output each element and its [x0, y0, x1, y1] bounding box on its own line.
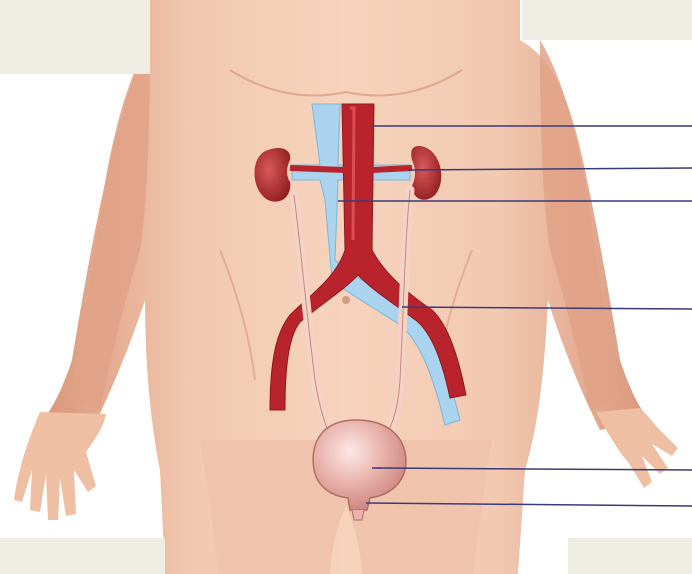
right-arm: [540, 40, 620, 410]
top-right-mask: [522, 0, 692, 40]
bottom-right-mask: [568, 538, 692, 574]
right-hand: [596, 408, 678, 488]
bottom-left-mask: [0, 538, 165, 574]
urethra: [352, 510, 364, 520]
navel: [342, 296, 350, 304]
left-arm: [70, 40, 150, 410]
left-hand: [14, 412, 106, 520]
top-left-mask: [0, 0, 150, 74]
